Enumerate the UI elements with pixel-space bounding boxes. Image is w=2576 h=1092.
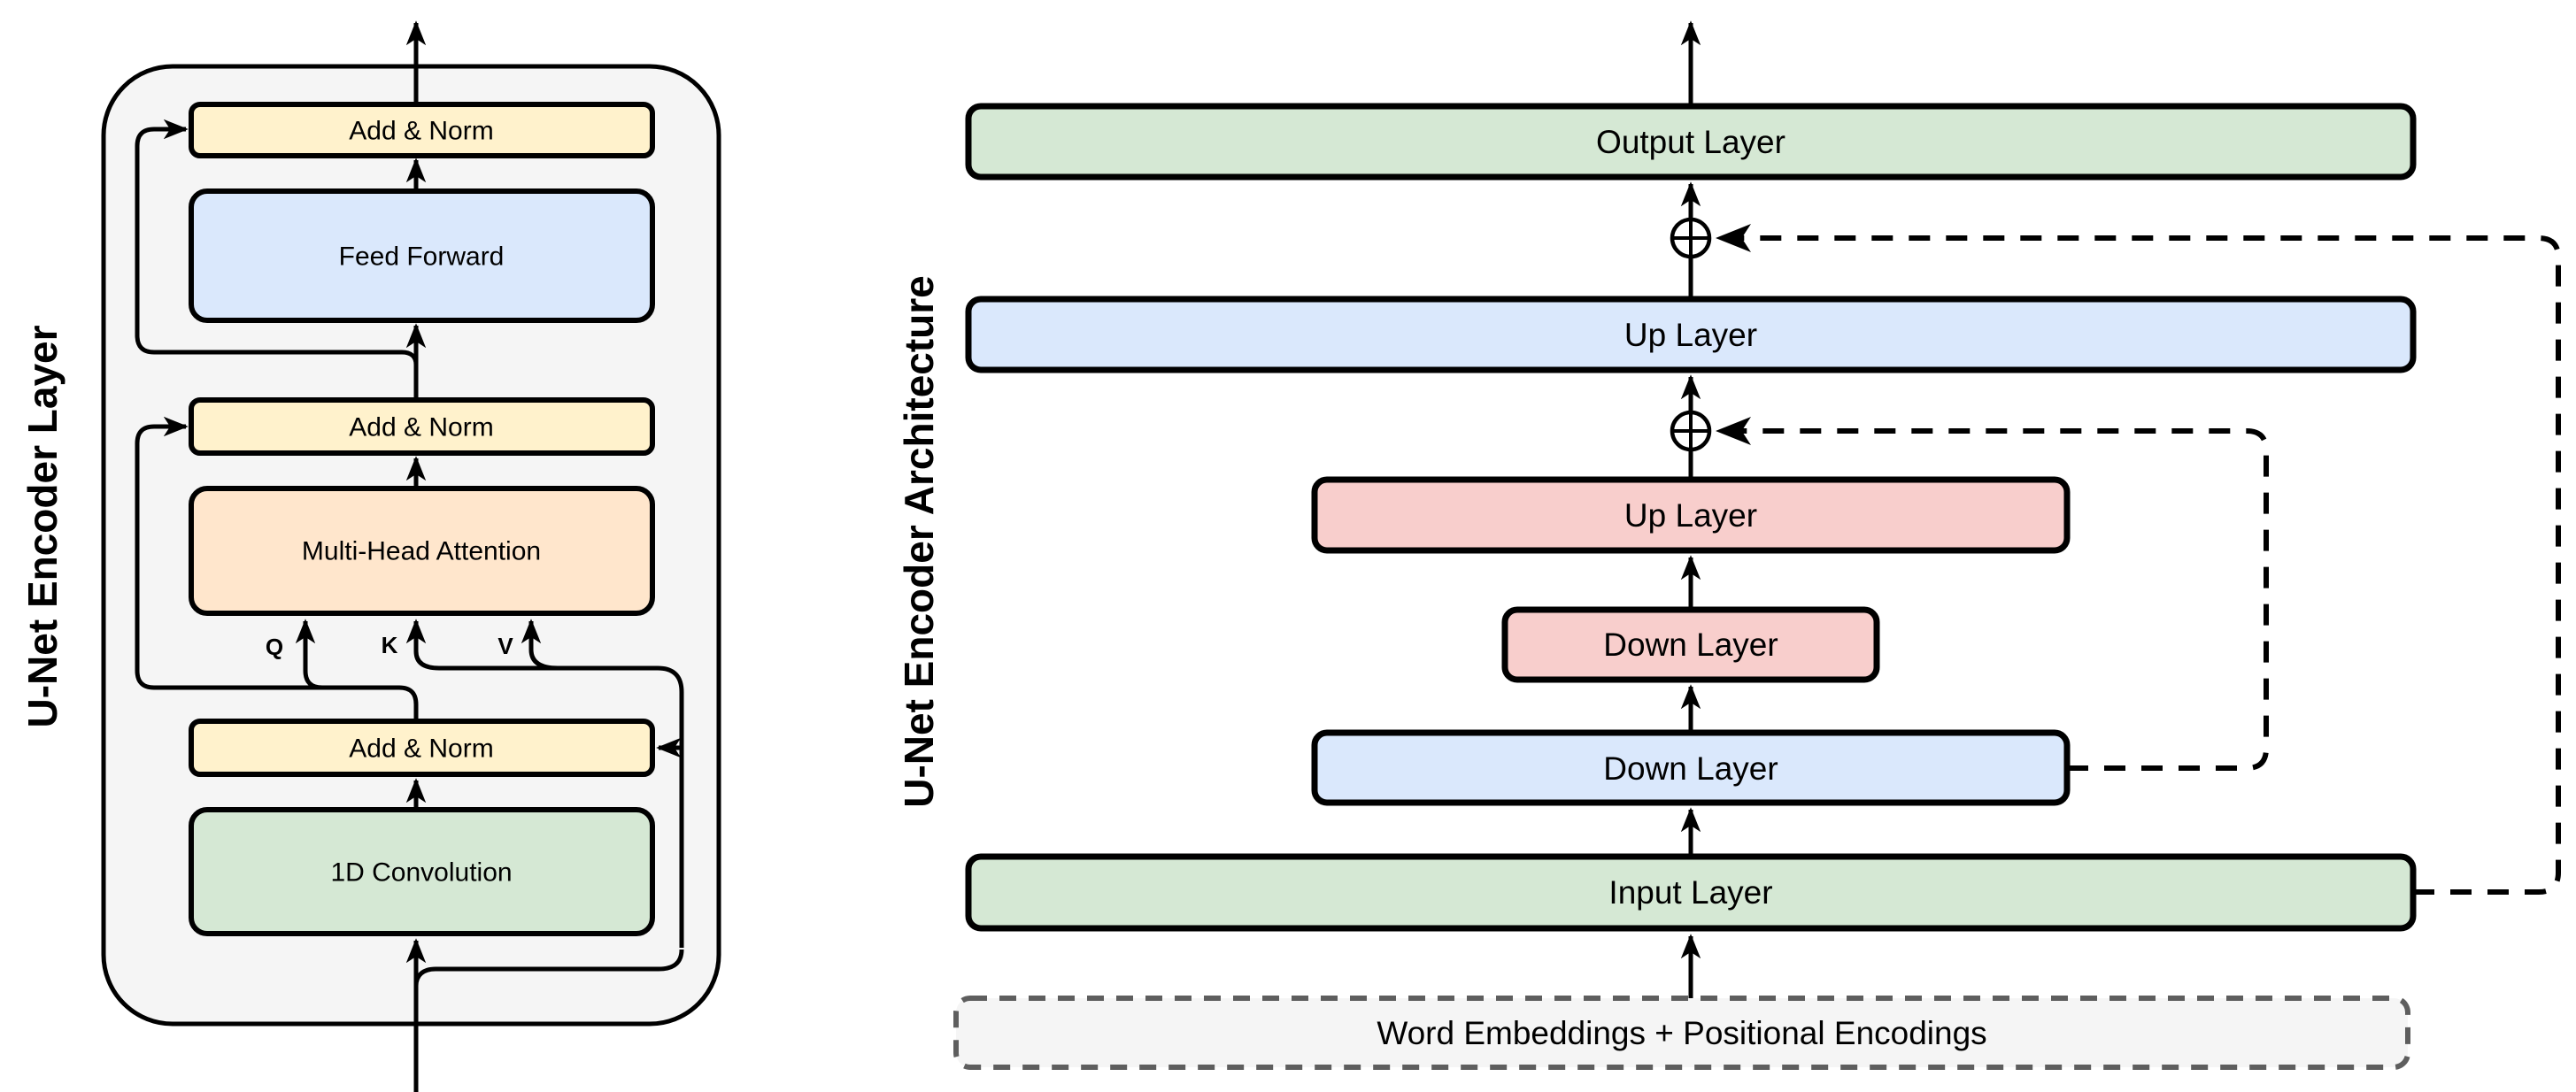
key-label: K	[382, 632, 398, 658]
add-norm-2-box	[189, 397, 655, 456]
conv1d-label: 1D Convolution	[330, 858, 512, 888]
output-layer-label: Output Layer	[1596, 124, 1785, 160]
word-embeddings-box	[953, 996, 2410, 1070]
unet-encoder-layer-diagram: U-Net Encoder Layer Add & Norm Feed Forw…	[19, 20, 721, 1092]
down-layer-2-label: Down Layer	[1603, 627, 1778, 663]
up-layer-2-box	[965, 296, 2417, 373]
input-layer-box	[965, 853, 2417, 932]
value-label: V	[497, 633, 513, 659]
skip-connection-down-to-add2	[1716, 417, 2269, 771]
multi-head-attention-label: Multi-Head Attention	[302, 537, 541, 566]
word-embeddings-label: Word Embeddings + Positional Encodings	[1377, 1015, 1986, 1051]
residual-addnorm3-to-addnorm2	[135, 416, 342, 690]
down-layer-1-box	[1311, 729, 2071, 806]
left-diagram-title: U-Net Encoder Layer	[19, 325, 66, 727]
add-node-top	[1670, 217, 1712, 259]
add-node-top-plus-icon	[1672, 219, 1709, 257]
feed-forward-box	[189, 188, 655, 323]
feed-forward-label: Feed Forward	[339, 242, 505, 272]
up-layer-2-label: Up Layer	[1624, 317, 1757, 353]
add-norm-2-label: Add & Norm	[349, 413, 493, 442]
right-diagram-title: U-Net Encoder Architecture	[896, 275, 942, 808]
input-bypass-to-value-arrow	[521, 619, 559, 671]
up-layer-1-label: Up Layer	[1624, 497, 1757, 534]
multi-head-attention-box	[189, 486, 655, 616]
output-layer-box	[965, 103, 2417, 181]
add-norm-3-box	[189, 719, 655, 777]
add-node-middle	[1670, 410, 1712, 452]
query-label: Q	[266, 634, 283, 660]
up-layer-1-box	[1311, 476, 2071, 554]
residual-addnorm2-to-addnorm1	[135, 119, 419, 365]
down-layer-2-box	[1501, 606, 1880, 683]
input-bypass-branch	[413, 949, 684, 987]
add-node-middle-plus-icon	[1672, 412, 1709, 450]
add-norm-3-label: Add & Norm	[349, 734, 493, 764]
add-norm-1-label: Add & Norm	[349, 117, 493, 146]
skip-connection-input-to-add1	[1716, 224, 2561, 895]
conv1d-box	[189, 807, 655, 936]
input-layer-label: Input Layer	[1608, 874, 1772, 911]
unet-encoder-architecture-diagram: U-Net Encoder Architecture Word Embeddin…	[896, 20, 2561, 1070]
add-norm-1-box	[189, 102, 655, 158]
addnorm3-to-query-arrow	[295, 619, 419, 721]
down-layer-1-label: Down Layer	[1603, 750, 1778, 787]
